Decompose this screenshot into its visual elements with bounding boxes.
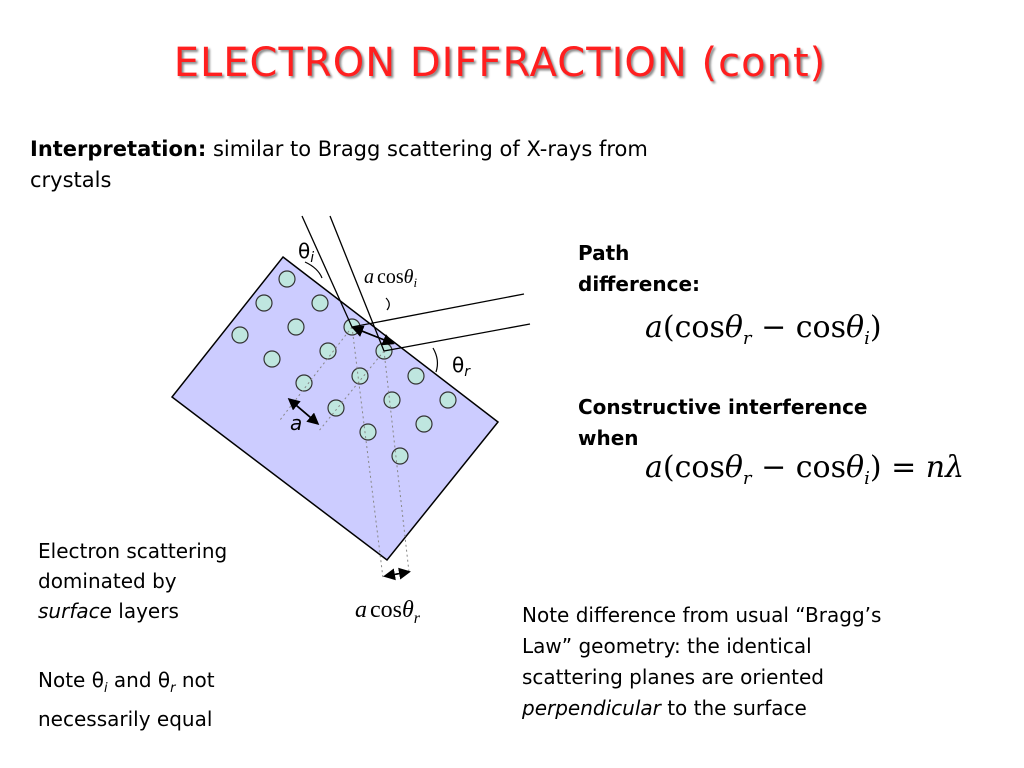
- cformula-sub-i: i: [864, 468, 870, 489]
- atom: [327, 399, 345, 417]
- reflected-ray-1: [351, 293, 525, 328]
- incident-ray-1: [301, 215, 353, 328]
- atom: [255, 294, 273, 312]
- lattice-spacing-label: a: [290, 411, 302, 435]
- interpretation-text-2: crystals: [30, 168, 112, 192]
- formula-theta: θ: [724, 310, 743, 345]
- theta-r-arc: [432, 347, 439, 373]
- atom: [391, 447, 409, 465]
- acos-i-pointer: [385, 297, 390, 311]
- incident-beam: [301, 215, 385, 352]
- theta-note-rest: not: [175, 668, 215, 692]
- atom: [319, 342, 337, 360]
- constructive-line1: Constructive interference: [578, 395, 868, 419]
- bragg-note-line2: Law” geometry: the identical: [522, 634, 812, 658]
- theta-note-part1: Note θ: [38, 668, 104, 692]
- atom: [278, 270, 296, 288]
- path-difference-line1: Path: [578, 241, 630, 265]
- cformula-equals: =: [881, 450, 926, 485]
- formula-sub-i: i: [864, 328, 870, 349]
- cformula-n: n: [925, 450, 946, 485]
- interpretation-text: similar to Bragg scattering of X-rays fr…: [206, 137, 648, 161]
- formula-sub-r: r: [742, 328, 752, 349]
- atom: [383, 391, 401, 409]
- projection-line: [383, 350, 410, 573]
- constructive-heading: Constructive interference when: [578, 392, 868, 454]
- atom: [311, 294, 329, 312]
- theta-i-arc: [304, 261, 323, 279]
- incident-path-arrow-back: [351, 325, 393, 344]
- cformula-theta: θ: [724, 450, 743, 485]
- cformula-a: a: [645, 450, 663, 485]
- interpretation-paragraph: Interpretation: similar to Bragg scatter…: [30, 134, 790, 196]
- electron-note-line1: Electron scattering: [38, 539, 228, 563]
- lattice-spacing-arrow-back: [287, 398, 318, 424]
- cformula-close: ): [869, 450, 882, 485]
- theta-i-label: θi: [298, 239, 314, 266]
- cformula-theta-2: θ: [846, 450, 865, 485]
- formula-cos: (cos: [662, 310, 725, 345]
- cformula-sub-r: r: [742, 468, 752, 489]
- formula-a: a: [645, 310, 663, 345]
- reflected-path-arrow-back: [383, 568, 409, 581]
- interpretation-label: Interpretation:: [30, 137, 207, 161]
- atom: [351, 367, 369, 385]
- cformula-lambda: λ: [945, 450, 965, 485]
- formula-close: ): [869, 310, 882, 345]
- bragg-note-line3: scattering planes are oriented: [522, 665, 824, 689]
- path-difference-line2: difference:: [578, 272, 701, 296]
- theta-note-and: and θ: [107, 668, 171, 692]
- lattice-guide-lines: [279, 326, 410, 579]
- path-difference-formula: a(cosθr − cosθi): [645, 310, 882, 349]
- atom: [415, 415, 433, 433]
- slide-title: ELECTRON DIFFRACTION (cont): [173, 40, 827, 86]
- atom: [439, 391, 457, 409]
- atom: [263, 350, 281, 368]
- atom-lattice: [231, 270, 457, 465]
- bragg-note-line4: to the surface: [660, 696, 807, 720]
- theta-note-sub-r: r: [170, 681, 176, 696]
- theta-note: Note θi and θr not necessarily equal: [38, 665, 215, 735]
- reflected-beam: [351, 293, 531, 352]
- bragg-note: Note difference from usual “Bragg’s Law”…: [522, 600, 881, 724]
- electron-scattering-note: Electron scattering dominated by surface…: [38, 536, 227, 626]
- atom: [287, 318, 305, 336]
- electron-note-surface: surface: [38, 599, 112, 623]
- formula-theta-2: θ: [846, 310, 865, 345]
- constructive-formula: a(cosθr − cosθi) = nλ: [645, 450, 964, 489]
- constructive-line2: when: [578, 426, 639, 450]
- cformula-minus-cos: − cos: [751, 450, 846, 485]
- atom: [359, 423, 377, 441]
- formula-minus-cos: − cos: [751, 310, 846, 345]
- bragg-note-line1: Note difference from usual “Bragg’s: [522, 603, 882, 627]
- path-difference-heading: Path difference:: [578, 238, 700, 300]
- incident-ray-2: [329, 215, 385, 352]
- theta-r-label: θr: [452, 353, 471, 380]
- atom: [295, 374, 313, 392]
- theta-note-sub-i: i: [103, 681, 108, 696]
- electron-note-line3: layers: [111, 599, 179, 623]
- atom: [231, 326, 249, 344]
- reflected-ray-2: [383, 323, 531, 352]
- electron-note-line2: dominated by: [38, 569, 177, 593]
- cformula-cos: (cos: [662, 450, 725, 485]
- bragg-note-perpendicular: perpendicular: [522, 696, 661, 720]
- theta-note-line2: necessarily equal: [38, 707, 213, 731]
- atom: [407, 367, 425, 385]
- projection-line: [351, 326, 384, 579]
